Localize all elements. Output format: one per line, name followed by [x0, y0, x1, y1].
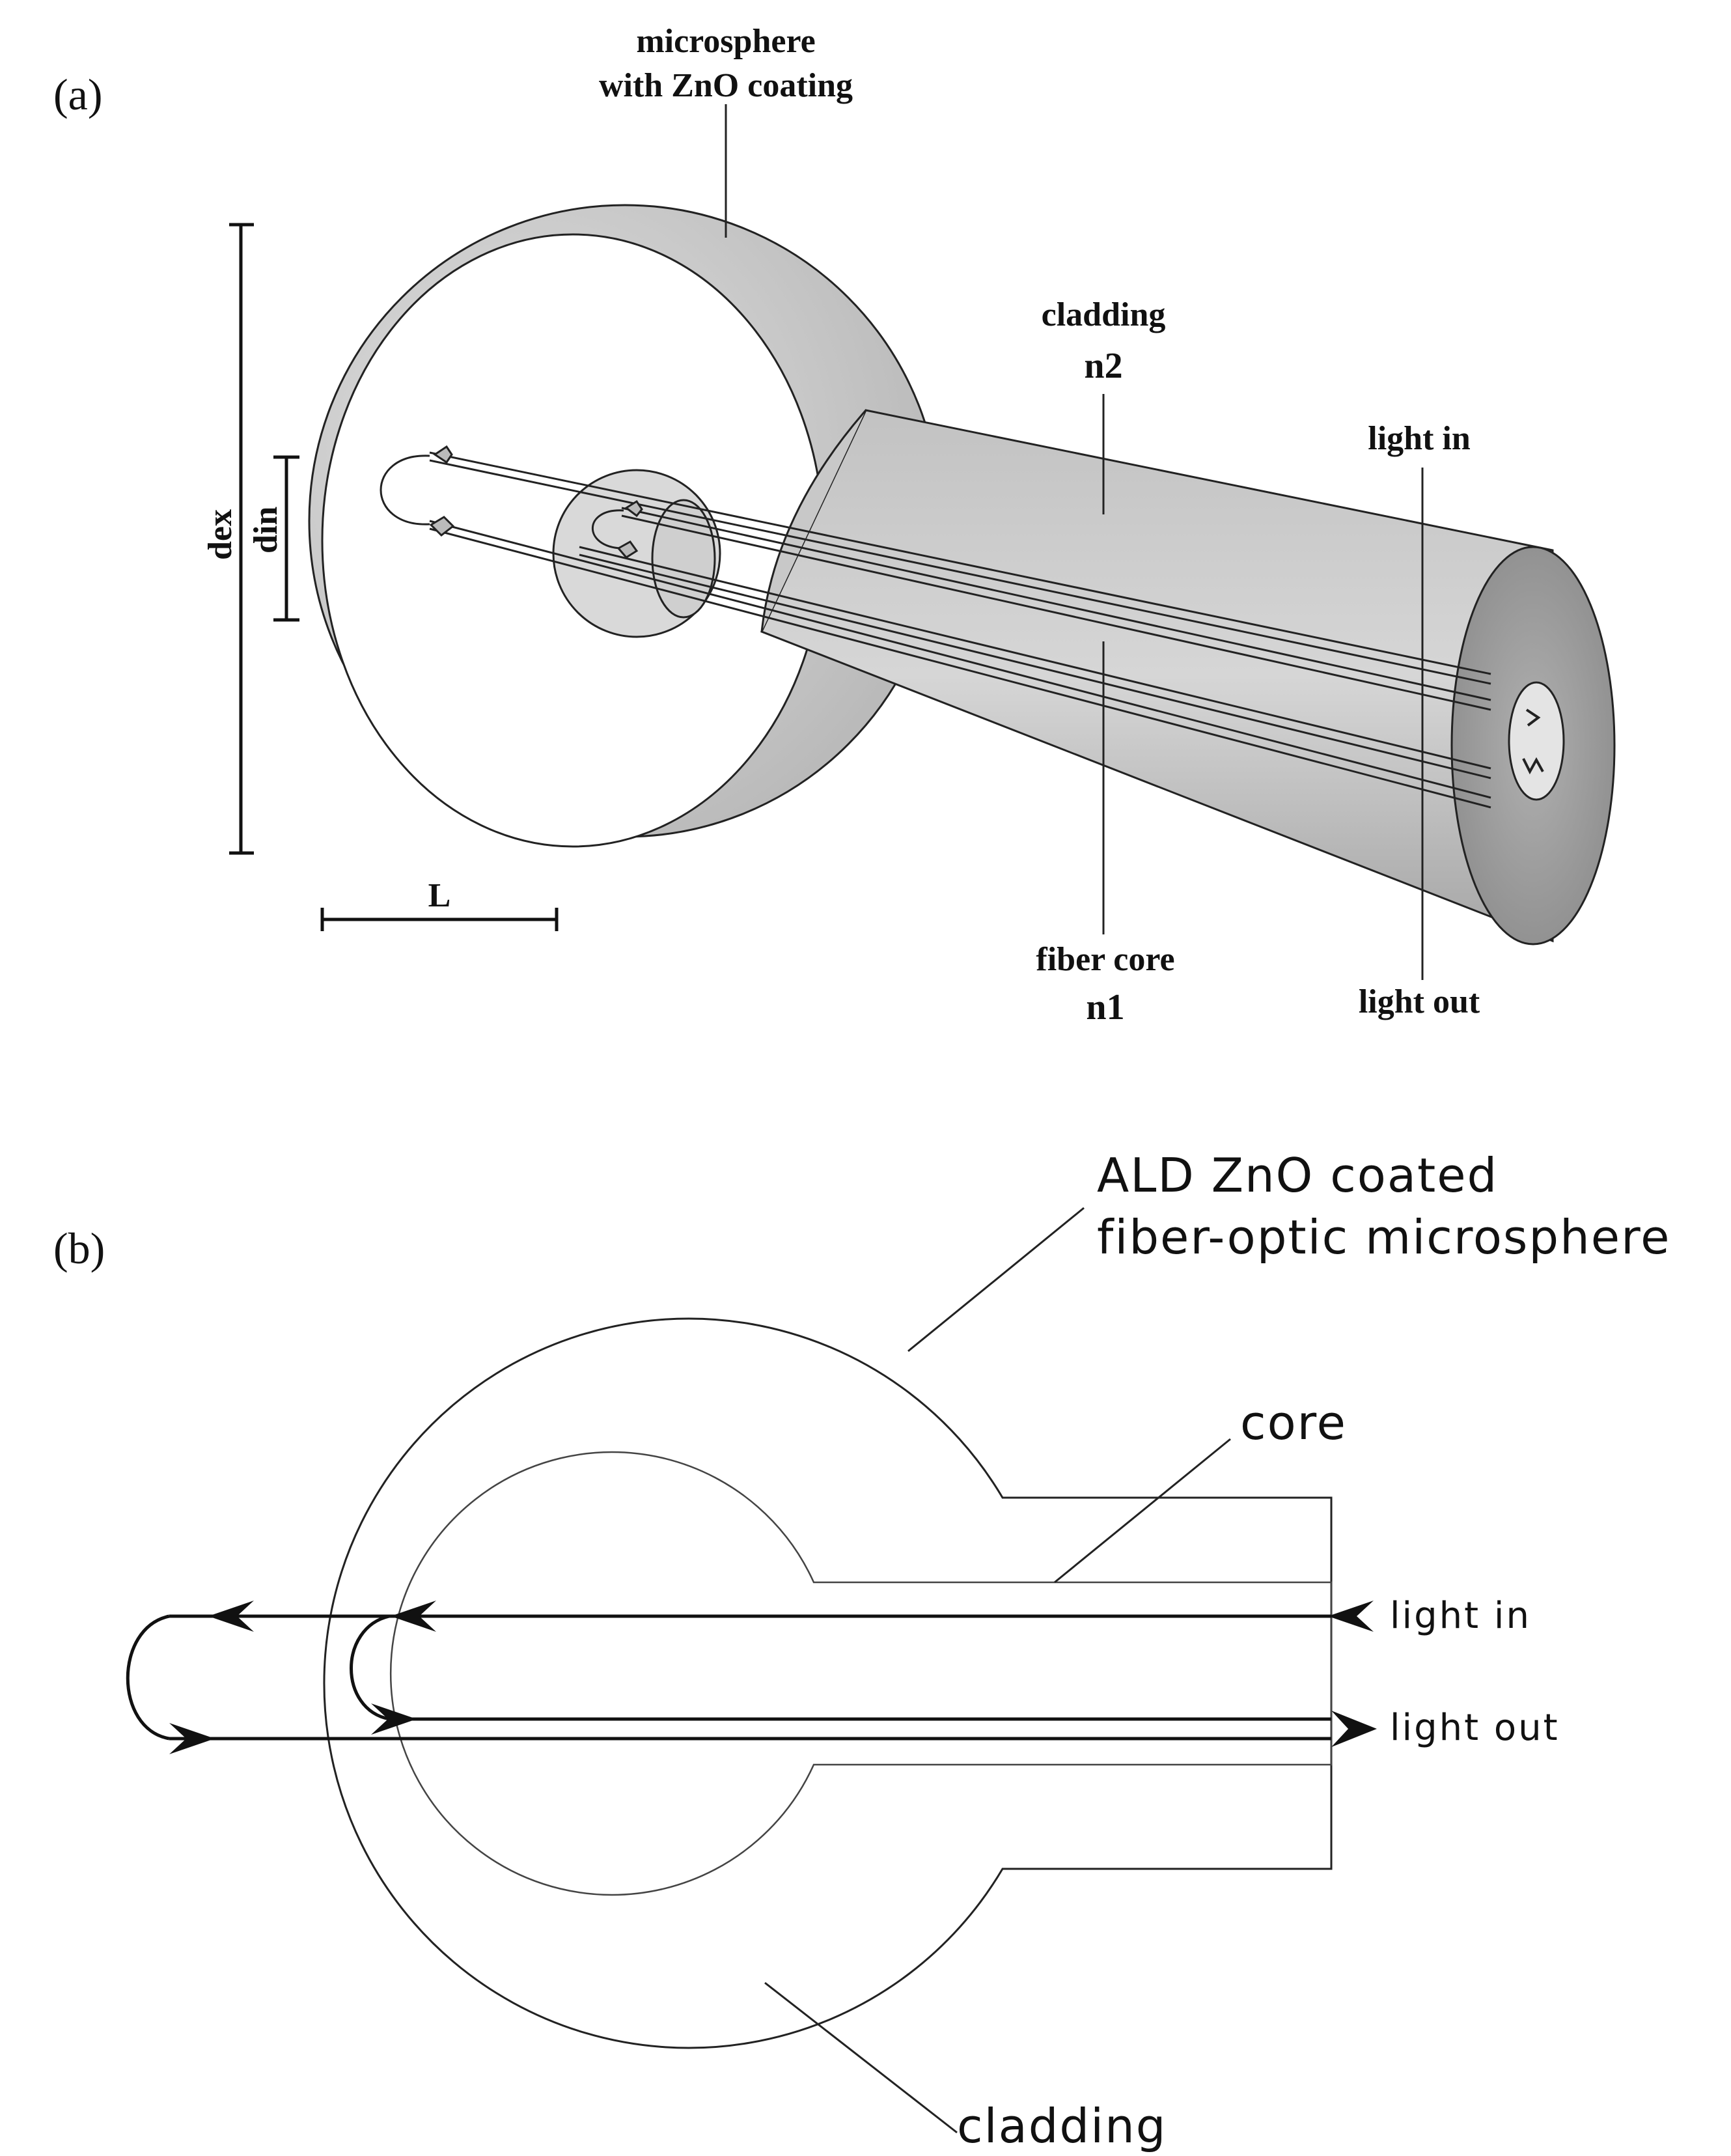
ray-reflection-outer	[126, 1614, 170, 1741]
cladding-cylinder	[760, 409, 1616, 945]
outer-diameter-bar	[229, 223, 254, 855]
panel-a-label: (a)	[53, 70, 102, 119]
ray-reflection-inner	[350, 1614, 390, 1721]
microsphere-label-b-line2: fiber-optic microsphere	[1097, 1210, 1670, 1265]
core-end-face	[1508, 681, 1565, 801]
core-outline	[389, 1451, 1333, 1896]
core-index-label: n1	[1086, 987, 1124, 1028]
arrowhead-inner-top	[391, 1601, 436, 1632]
core-end-detail	[1522, 708, 1544, 775]
microsphere-label-b-line1: ALD ZnO coated	[1097, 1148, 1498, 1203]
light-rays	[126, 1614, 1331, 1741]
arrowhead-outer-top	[208, 1601, 254, 1632]
arrowhead-outer-bottom	[169, 1723, 215, 1754]
ray-arrowheads	[169, 1601, 1377, 1754]
leader-lines-a	[725, 104, 1424, 980]
panel-b-label: (b)	[53, 1224, 105, 1273]
inner-diameter-bar	[273, 455, 299, 622]
arrowhead-inner-bottom	[371, 1703, 417, 1735]
panel-b: (b) ALD ZnO coated fiber-opti	[53, 1148, 1670, 2153]
fiber-core-label: fiber core	[1036, 941, 1174, 978]
ray-tubes-outer	[380, 445, 1491, 809]
light-in-label-b: light in	[1390, 1595, 1531, 1637]
core-label-b: core	[1240, 1395, 1347, 1450]
arrowhead-light-in	[1328, 1601, 1374, 1632]
inner-diameter-label: din	[247, 507, 284, 553]
leader-lines-b	[764, 1207, 1231, 2134]
ray-tubes-inner	[579, 499, 1491, 779]
light-out-label-b: light out	[1390, 1707, 1560, 1749]
arrowhead-light-out	[1331, 1711, 1377, 1747]
light-in-label-a: light in	[1368, 420, 1471, 457]
length-bar	[320, 908, 559, 931]
length-label: L	[428, 877, 451, 914]
light-out-label-a: light out	[1359, 983, 1480, 1020]
outer-diameter-label: dex	[202, 509, 239, 560]
cladding-index-label: n2	[1084, 346, 1122, 386]
panel-a: (a)	[53, 23, 1616, 1028]
microsphere-label-line1: microsphere	[636, 23, 815, 60]
cladding-outline	[323, 1317, 1333, 2049]
microsphere-label-line2: with ZnO coating	[599, 67, 853, 104]
cladding-label-a: cladding	[1042, 296, 1166, 333]
cladding-label-b: cladding	[957, 2099, 1167, 2153]
